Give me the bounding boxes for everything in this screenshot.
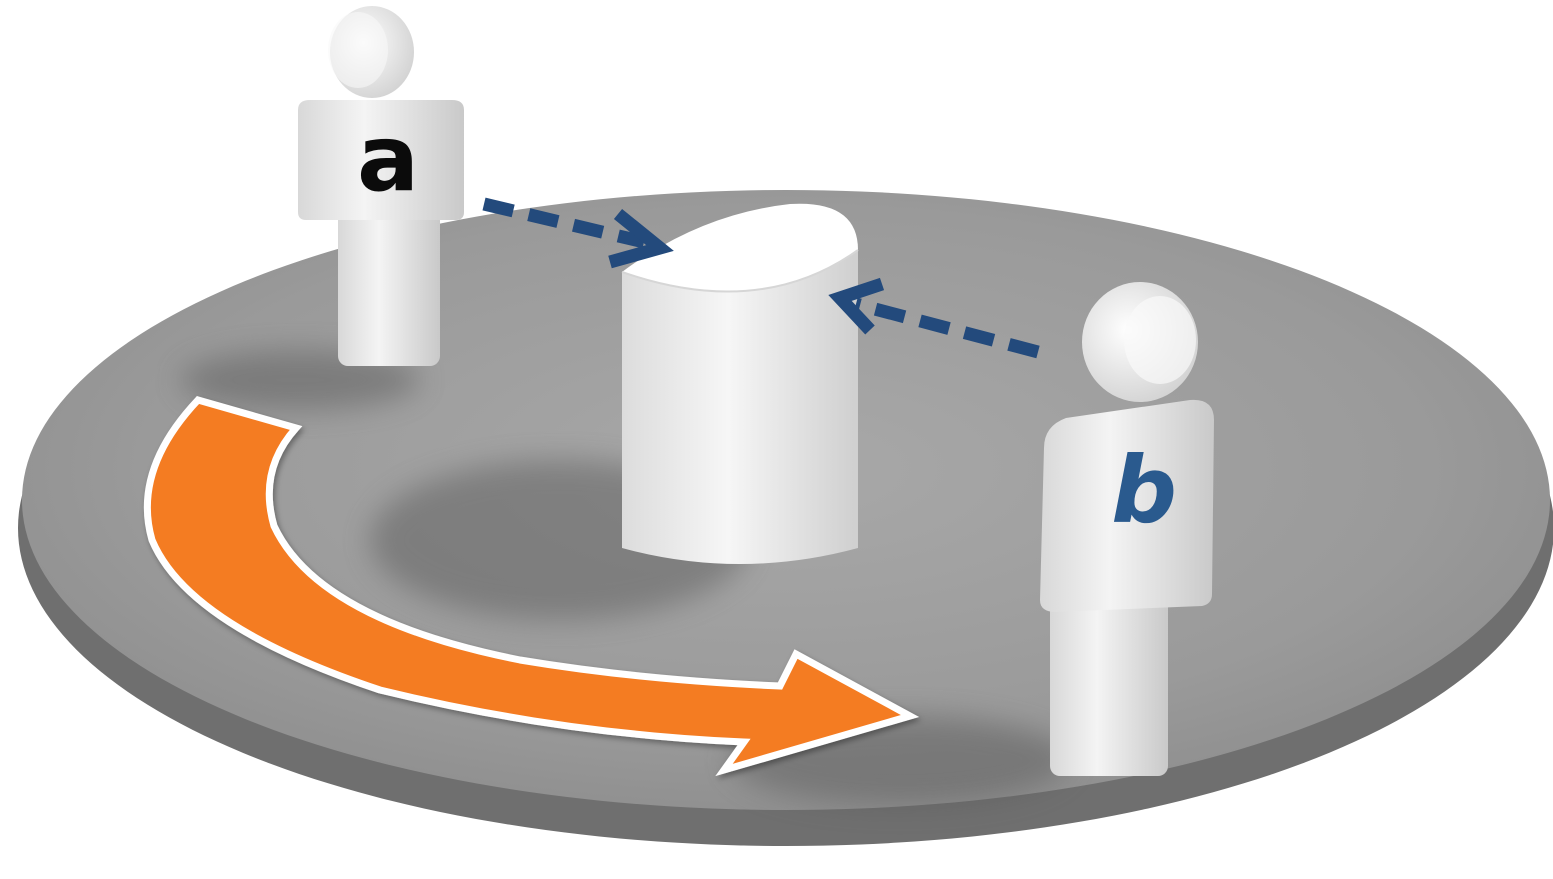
rotation-arrow-icon — [143, 396, 920, 777]
dashed-arrow-b — [828, 277, 1040, 359]
central-object — [621, 203, 859, 564]
figure-a: a — [298, 6, 464, 366]
figure-b: b — [1040, 282, 1214, 776]
dashed-arrow-a — [482, 197, 674, 269]
figure-a-label: a — [357, 105, 419, 212]
figure-b-label: b — [1111, 437, 1177, 544]
